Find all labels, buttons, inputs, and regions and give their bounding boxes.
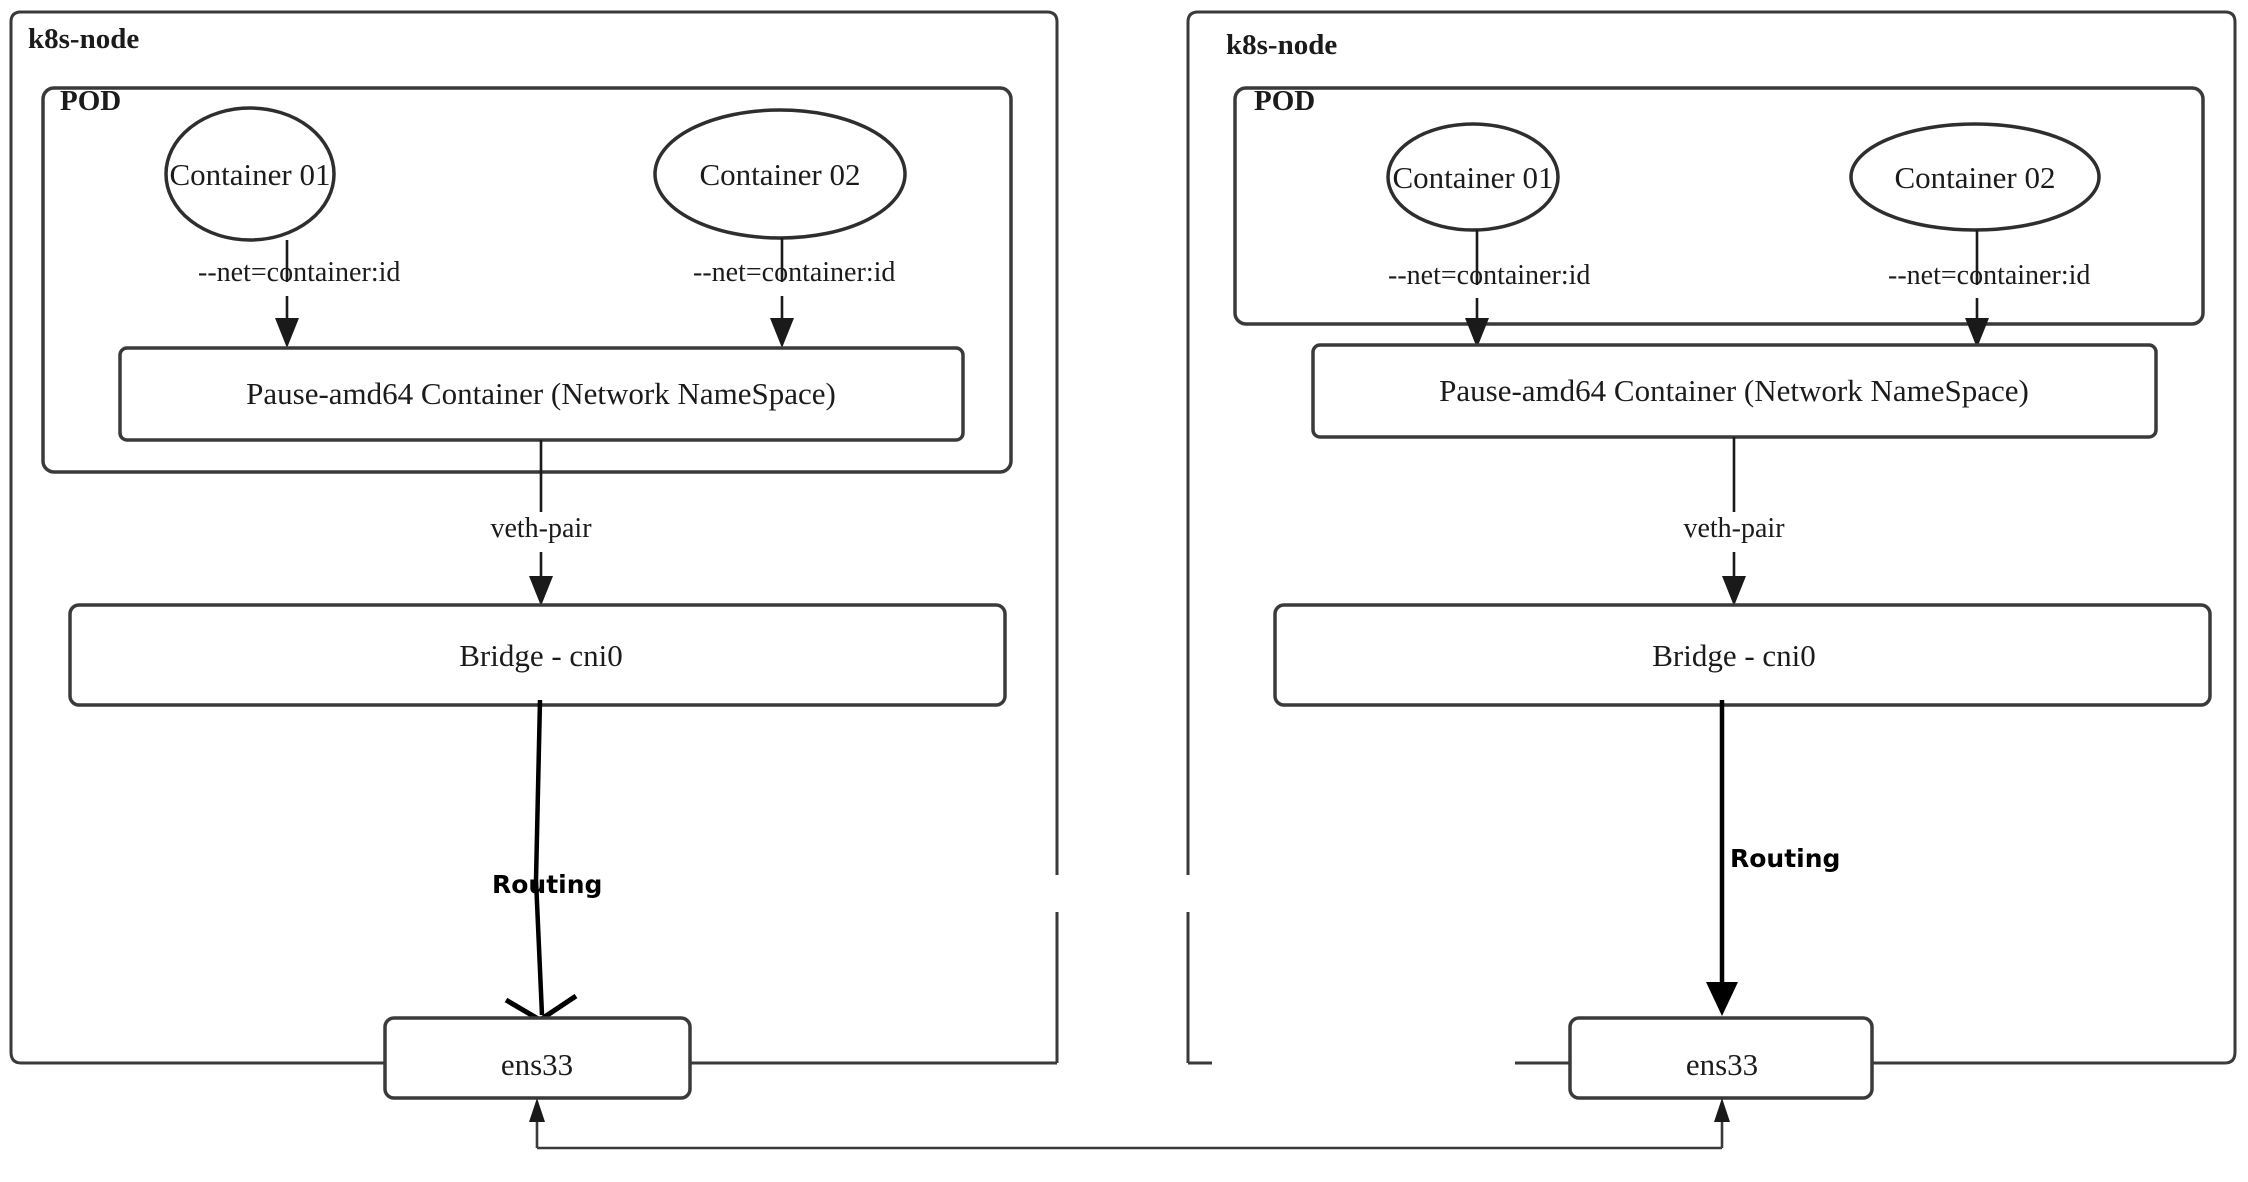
net-flag-02-label-right: --net=container:id xyxy=(1888,260,2090,291)
net-flag-01-label-right: --net=container:id xyxy=(1388,260,1590,291)
container-02-ellipse-right xyxy=(1849,122,2101,232)
pause-container-label-right: Pause-amd64 Container (Network NameSpace… xyxy=(1439,373,2029,408)
container-01-label-right: Container 01 xyxy=(1393,160,1554,195)
inter-node-arrowhead-left xyxy=(529,1098,545,1122)
node-outline-left-lower xyxy=(690,912,1059,1065)
container-01-arrowhead-right xyxy=(1465,318,1489,348)
container-02-label-left: Container 02 xyxy=(700,157,861,192)
container-02-ellipse-left xyxy=(653,108,907,240)
container-02-arrowhead-right xyxy=(1965,318,1989,348)
ens33-box-left xyxy=(383,1016,692,1100)
ens33-box-right xyxy=(1568,1016,1874,1100)
veth-pair-arrowhead-left xyxy=(529,576,553,606)
pause-container-label-left: Pause-amd64 Container (Network NameSpace… xyxy=(246,376,836,411)
veth-pair-label-left: veth-pair xyxy=(490,513,592,544)
pod-title-right: POD xyxy=(1254,85,1315,117)
bridge-label-left: Bridge - cni0 xyxy=(459,638,623,673)
container-01-arrowhead-left xyxy=(275,318,299,348)
routing-label-right: Routing xyxy=(1730,844,1840,873)
node-title-right: k8s-node xyxy=(1226,29,1337,61)
container-01-label-left: Container 01 xyxy=(170,157,331,192)
net-flag-02-label-left: --net=container:id xyxy=(693,257,895,288)
bridge-label-right: Bridge - cni0 xyxy=(1652,638,1816,673)
bridge-box-right xyxy=(1273,603,2212,707)
routing-arrowhead-right xyxy=(1706,982,1738,1016)
container-01-ellipse-left xyxy=(164,106,336,242)
container-02-label-right: Container 02 xyxy=(1895,160,2056,195)
container-02-arrowhead-left xyxy=(770,318,794,348)
veth-pair-arrowhead-right xyxy=(1722,576,1746,606)
ens33-label-left: ens33 xyxy=(501,1047,573,1082)
container-01-ellipse-right xyxy=(1386,122,1560,232)
k8s-node-right: k8s-node POD Container 01 Container 02 -… xyxy=(1186,10,2237,1100)
inter-node-link xyxy=(529,1098,1730,1150)
inter-node-arrowhead-right xyxy=(1714,1098,1730,1122)
bridge-box-left xyxy=(68,603,1007,707)
node-outline-right-lower xyxy=(1186,912,1212,1065)
veth-pair-label-right: veth-pair xyxy=(1683,513,1785,544)
net-flag-01-label-left: --net=container:id xyxy=(198,257,400,288)
node-title-left: k8s-node xyxy=(28,23,139,55)
routing-arrow-right-wing xyxy=(538,993,578,1023)
pod-title-left: POD xyxy=(60,85,121,117)
ens33-label-right: ens33 xyxy=(1686,1047,1758,1082)
routing-line-left xyxy=(533,699,545,1016)
routing-label-left: Routing xyxy=(492,870,602,899)
k8s-node-left: k8s-node POD Container 01 Container 02 -… xyxy=(9,10,1059,1100)
